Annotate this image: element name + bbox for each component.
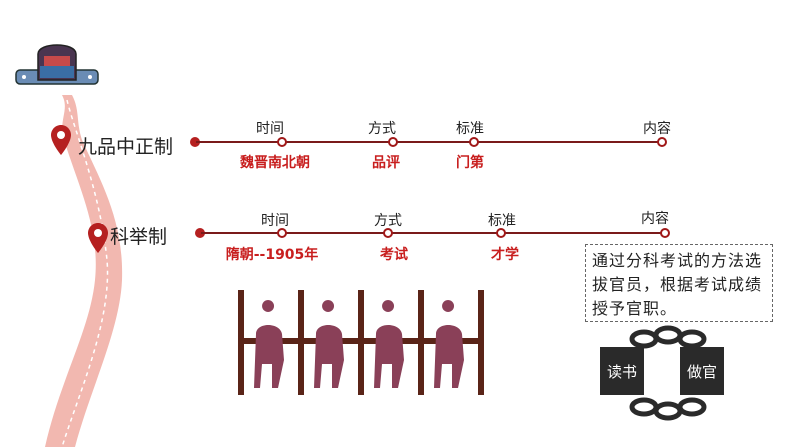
timeline-node-content	[660, 228, 670, 238]
official-hat-icon	[14, 36, 100, 96]
timeline-node-standard	[469, 137, 479, 147]
timeline-node-method	[388, 137, 398, 147]
exam-cells-illustration	[238, 290, 488, 395]
timeline-node-time	[277, 137, 287, 147]
timeline-line	[201, 232, 666, 234]
value-standard: 才学	[491, 244, 519, 264]
chain-box-study: 读书	[600, 347, 644, 395]
map-pin-icon	[87, 222, 109, 254]
system-title-jiupin: 九品中正制	[78, 132, 173, 159]
value-method: 考试	[380, 244, 408, 264]
content-description: 通过分科考试的方法选拔官员，根据考试成绩授予官职。	[585, 244, 773, 322]
label-standard: 标准	[456, 118, 484, 138]
label-method: 方式	[374, 210, 402, 230]
system-title-keju: 科举制	[110, 222, 167, 249]
label-time: 时间	[261, 210, 289, 230]
value-method: 品评	[372, 152, 400, 172]
value-time: 隋朝--1905年	[226, 244, 319, 264]
label-standard: 标准	[488, 210, 516, 230]
chain-box-office: 做官	[680, 347, 724, 395]
label-content: 内容	[643, 118, 671, 138]
map-pin-icon	[50, 124, 72, 156]
value-time: 魏晋南北朝	[240, 152, 310, 172]
timeline-node-content	[657, 137, 667, 147]
label-time: 时间	[256, 118, 284, 138]
label-content: 内容	[641, 208, 669, 228]
timeline-line	[196, 141, 664, 143]
label-method: 方式	[368, 118, 396, 138]
value-standard: 门第	[456, 152, 484, 172]
